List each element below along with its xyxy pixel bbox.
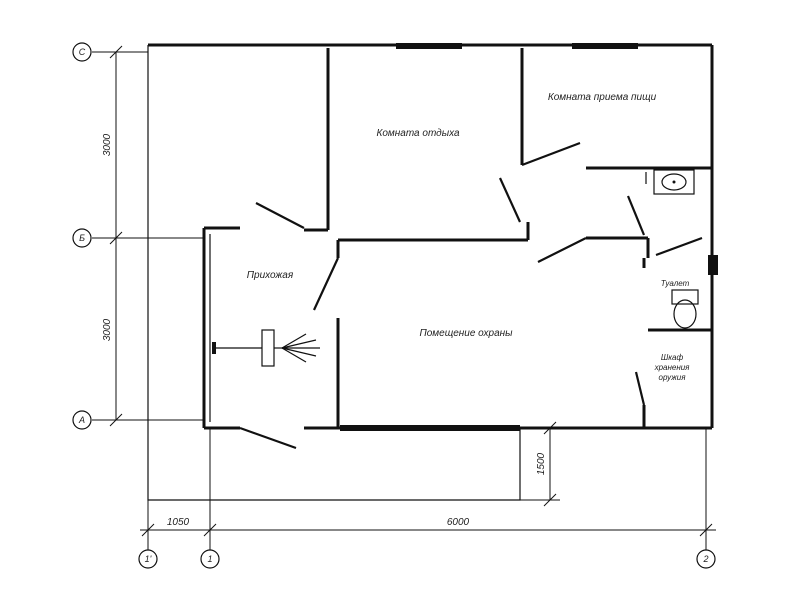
axis-bubbles [72, 42, 716, 569]
porch-dimension [520, 421, 560, 507]
room-label-cabinet-2: хранения [654, 363, 691, 372]
dimension-height-top: 3000 [102, 133, 113, 156]
vertical-dimensions [92, 45, 204, 427]
axis-label-a: А [78, 415, 85, 425]
terrace-outline [147, 45, 521, 501]
room-label-rest: Комната отдыха [376, 128, 459, 139]
room-label-meal: Комната приема пищи [548, 92, 657, 103]
dimension-porch: 1500 [536, 452, 547, 475]
axis-label-2: 2 [702, 554, 708, 564]
toilet-icon [671, 289, 699, 329]
axis-label-c: С [79, 47, 86, 57]
horizontal-dimensions [140, 428, 716, 550]
sink-icon [645, 169, 695, 195]
axis-label-b: Б [79, 233, 85, 243]
axis-label-1: 1 [207, 554, 212, 564]
room-label-guard: Помещение охраны [419, 328, 513, 339]
doors [239, 141, 703, 450]
windows [340, 43, 718, 431]
room-label-cabinet-1: Шкаф [661, 353, 684, 362]
room-label-cabinet-3: оружия [659, 373, 687, 382]
axis-label-1-prime: 1' [145, 554, 152, 564]
dimension-width: 6000 [447, 517, 470, 528]
interior-walls [304, 48, 712, 428]
dimension-height-bottom: 3000 [102, 318, 113, 341]
dimension-left-offset: 1050 [167, 517, 190, 528]
lamp-icon [212, 329, 320, 367]
room-label-hall: Прихожая [247, 270, 294, 281]
room-label-toilet: Туалет [661, 279, 690, 288]
